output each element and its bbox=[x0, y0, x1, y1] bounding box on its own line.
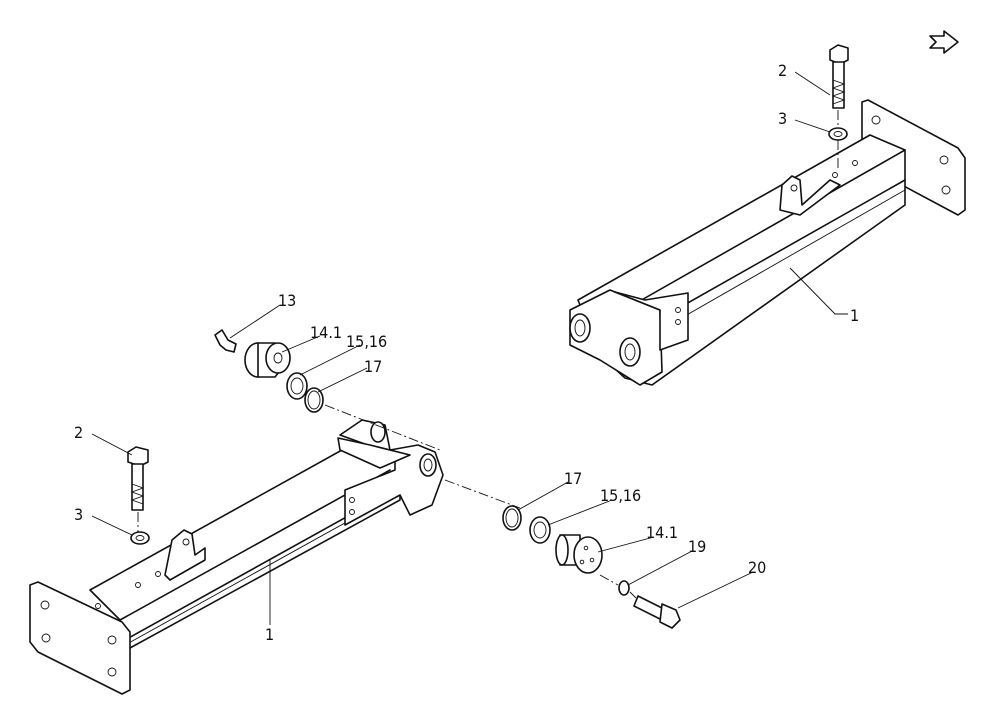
lower-pin bbox=[555, 534, 603, 574]
callout-left-washer: 3 bbox=[74, 505, 83, 524]
callout-right-washer: 3 bbox=[778, 109, 787, 128]
left-bolt bbox=[127, 446, 149, 511]
callout-upper-ring: 17 bbox=[364, 357, 382, 376]
callout-upper-shim: 15,16 bbox=[346, 332, 387, 351]
callout-small-washer: 19 bbox=[688, 537, 706, 556]
upper-pin bbox=[244, 342, 291, 378]
lower-shim bbox=[529, 516, 551, 544]
grease-nipple bbox=[214, 329, 237, 353]
left-washer bbox=[130, 531, 150, 545]
callout-grease-nipple: 13 bbox=[278, 291, 296, 310]
callout-upper-pin: 14.1 bbox=[310, 323, 342, 342]
right-washer bbox=[828, 127, 848, 141]
left-beam bbox=[29, 419, 444, 695]
callout-right-beam: 1 bbox=[850, 306, 859, 325]
small-washer bbox=[618, 580, 630, 596]
callout-lower-shim: 15,16 bbox=[600, 486, 641, 505]
callout-left-bolt: 2 bbox=[74, 423, 83, 442]
right-bolt bbox=[829, 44, 849, 109]
leader-lines bbox=[91, 71, 848, 625]
callout-left-beam: 1 bbox=[265, 625, 274, 644]
lower-retaining-ring bbox=[502, 505, 522, 531]
right-beam bbox=[569, 99, 966, 386]
forward-arrow-icon bbox=[929, 30, 959, 54]
callout-small-bolt: 20 bbox=[748, 558, 766, 577]
callout-lower-ring: 17 bbox=[564, 469, 582, 488]
callout-right-bolt: 2 bbox=[778, 61, 787, 80]
small-bolt bbox=[633, 595, 681, 629]
upper-shim bbox=[286, 372, 308, 400]
upper-retaining-ring bbox=[304, 387, 324, 413]
callout-lower-pin: 14.1 bbox=[646, 523, 678, 542]
